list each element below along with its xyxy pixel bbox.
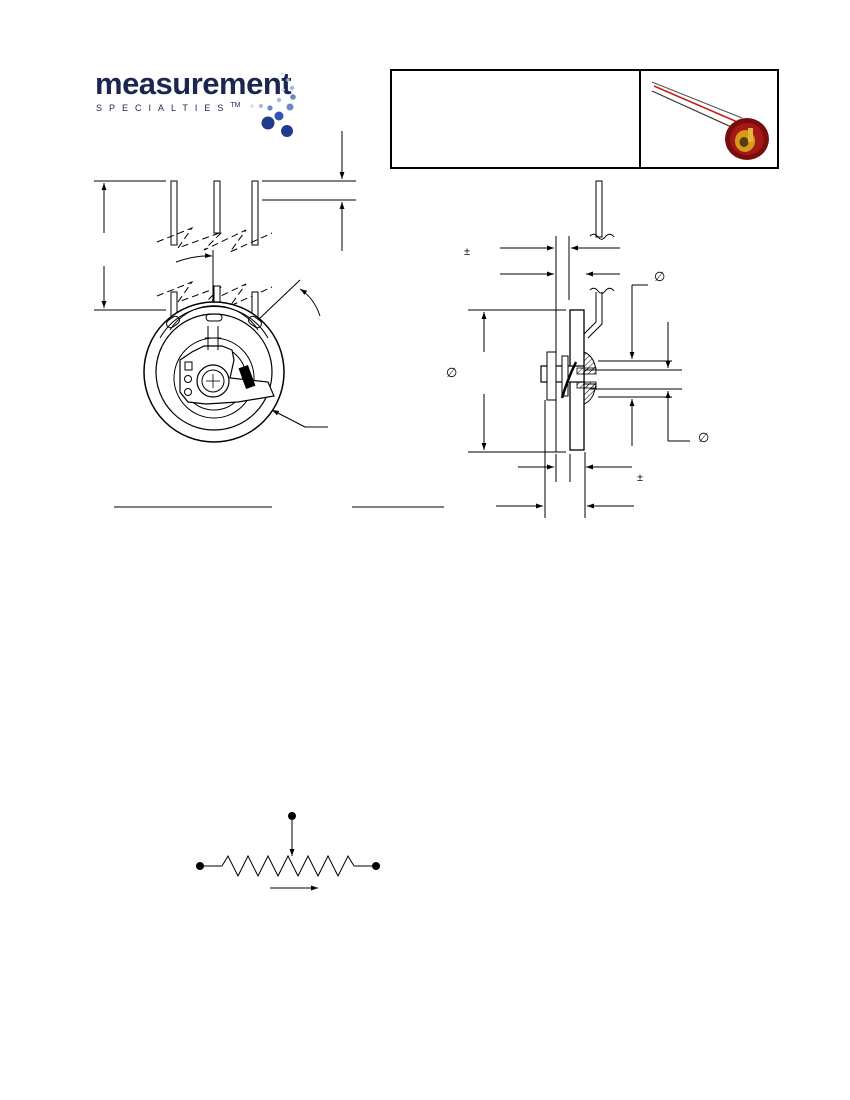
side-view-dimensions — [468, 245, 690, 518]
header-box — [390, 69, 779, 169]
logo-wordmark: measurement — [95, 66, 292, 101]
logo-subline: SPECIALTIESTM — [96, 100, 240, 114]
tolerance-symbol-bottom: ± — [637, 472, 643, 484]
side-view — [540, 180, 615, 452]
variable-resistor-symbol — [196, 812, 380, 891]
lead-offset-dimension — [262, 131, 356, 251]
lead-length-dimension — [94, 180, 166, 311]
logo-subline-text: SPECIALTIES — [96, 103, 231, 113]
logo-dots-icon — [250, 72, 296, 137]
logo-trademark: TM — [230, 102, 241, 109]
diameter-symbol-body: ∅ — [446, 366, 457, 381]
front-view — [143, 180, 328, 443]
tolerance-symbol-top: ± — [464, 246, 470, 258]
potentiometer-photo-icon — [651, 81, 769, 160]
diameter-symbol-shaft: ∅ — [698, 431, 709, 446]
diameter-symbol-lead: ∅ — [654, 270, 665, 285]
